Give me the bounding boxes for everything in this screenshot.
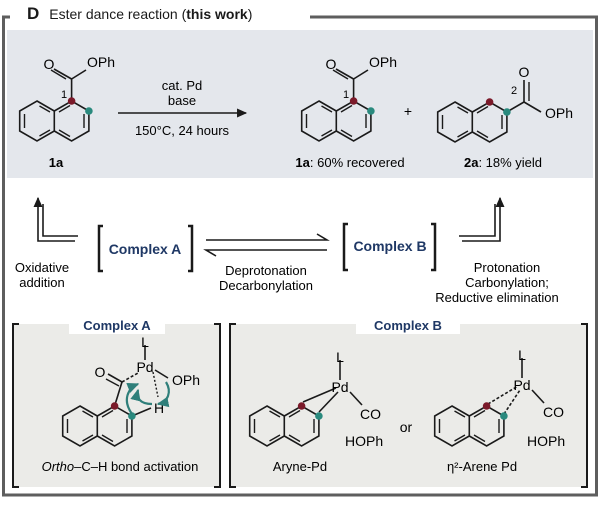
aryne-hoph: HOPh	[345, 433, 383, 449]
box-a-ligand: L	[141, 334, 149, 350]
product1-position-number: 1	[343, 89, 349, 101]
box-a-oxygen: O	[95, 364, 106, 380]
oxidative-label: Oxidative	[15, 260, 69, 275]
product2-position-number: 2	[511, 85, 517, 97]
box-a-pd: Pd	[136, 359, 153, 375]
complex-b-bracket: Complex B	[342, 222, 437, 272]
arene-ligand: L	[518, 347, 526, 363]
complex-a-box: Complex A O Pd L OPh H Ortho–C–H bond ac…	[12, 316, 221, 488]
panel-title: Ester dance reaction (this work)	[49, 6, 253, 22]
product2-caption: 2a: 18% yield	[464, 155, 542, 170]
arene-pd-label: Pd	[513, 377, 530, 393]
panel-letter: D	[27, 4, 40, 23]
start-position-number: 1	[61, 89, 67, 101]
aryne-co: CO	[360, 406, 381, 422]
reaction-arrow: cat. Pd base 150°C, 24 hours	[118, 78, 248, 138]
equilibrium-arrows: Deprotonation Decarbonylation	[203, 233, 330, 293]
complex-b-box: Complex B Pd L CO HOPh Aryne-Pd or	[229, 316, 588, 488]
arene-pd-structure: Pd L CO HOPh η²-Arene Pd	[433, 347, 565, 474]
product2-carbonyl-o: O	[519, 64, 530, 80]
reaction-background	[7, 30, 593, 178]
panel-header: D Ester dance reaction (this work)	[0, 0, 252, 28]
svg-text:O: O	[44, 56, 55, 72]
curved-arrow-3	[130, 388, 153, 406]
box-a-caption: Ortho–C–H bond activation	[42, 459, 199, 474]
product2-substituent-label: OPh	[545, 105, 573, 121]
start-compound-label: 1a	[49, 155, 64, 170]
conditions-catalyst: cat. Pd	[162, 78, 202, 93]
protonation-label: Protonation	[474, 260, 541, 275]
product-2a: O OPh 2 2a: 18% yield	[436, 64, 573, 170]
arene-hoph: HOPh	[527, 433, 565, 449]
curved-arrow-2	[156, 381, 170, 408]
starting-material-1a: O OPh 1 1a	[18, 54, 115, 170]
deprotonation-label: Deprotonation	[225, 263, 307, 278]
box-a-hydrogen: H	[154, 400, 164, 416]
conditions-base: base	[168, 93, 196, 108]
ipso-carbon-dot	[67, 97, 76, 105]
curved-arrow-1	[125, 382, 140, 415]
reductive-elimination-label: Reductive elimination	[435, 290, 559, 305]
conditions-temp-time: 150°C, 24 hours	[135, 123, 230, 138]
product-1a-recovered: O OPh 1 1a: 60% recovered	[295, 54, 404, 170]
start-substituent-label: OPh	[87, 54, 115, 70]
or-label: or	[400, 419, 413, 435]
complex-a-bracket: Complex A	[97, 224, 194, 273]
product1-caption: 1a: 60% recovered	[295, 155, 404, 170]
ortho-carbon-dot	[85, 107, 93, 115]
aryne-ligand: L	[336, 349, 344, 365]
product1-substituent-label: OPh	[369, 54, 397, 70]
protonation-arrow: Protonation Carbonylation; Reductive eli…	[435, 196, 559, 305]
oxidative-addition-arrow: Oxidative addition	[15, 196, 78, 290]
aryne-pd-label: Pd	[331, 379, 348, 395]
complex-b-label: Complex B	[353, 238, 426, 254]
complex-a-label: Complex A	[109, 241, 182, 257]
decarbonylation-label: Decarbonylation	[219, 278, 313, 293]
plus-sign: +	[404, 103, 412, 119]
box-b-title: Complex B	[374, 318, 442, 333]
arene-caption: η²-Arene Pd	[447, 459, 517, 474]
box-a-oph: OPh	[172, 372, 200, 388]
addition-label: addition	[19, 275, 65, 290]
aryne-caption: Aryne-Pd	[273, 459, 327, 474]
box-a-title: Complex A	[83, 318, 151, 333]
aryne-pd-structure: Pd L CO HOPh Aryne-Pd	[248, 349, 383, 474]
carbonylation-label: Carbonylation;	[465, 275, 549, 290]
arene-co: CO	[543, 404, 564, 420]
svg-text:O: O	[326, 56, 337, 72]
